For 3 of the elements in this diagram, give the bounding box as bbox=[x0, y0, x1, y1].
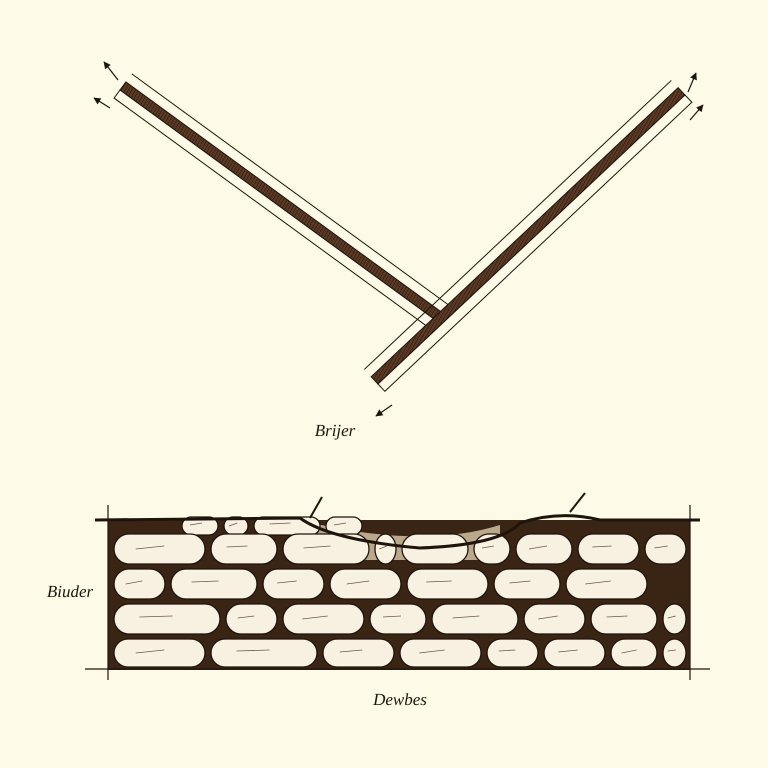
label-text: Dewbes bbox=[373, 690, 427, 710]
label-text: Biuder bbox=[46, 582, 94, 602]
label-text: Brijer bbox=[314, 421, 356, 441]
